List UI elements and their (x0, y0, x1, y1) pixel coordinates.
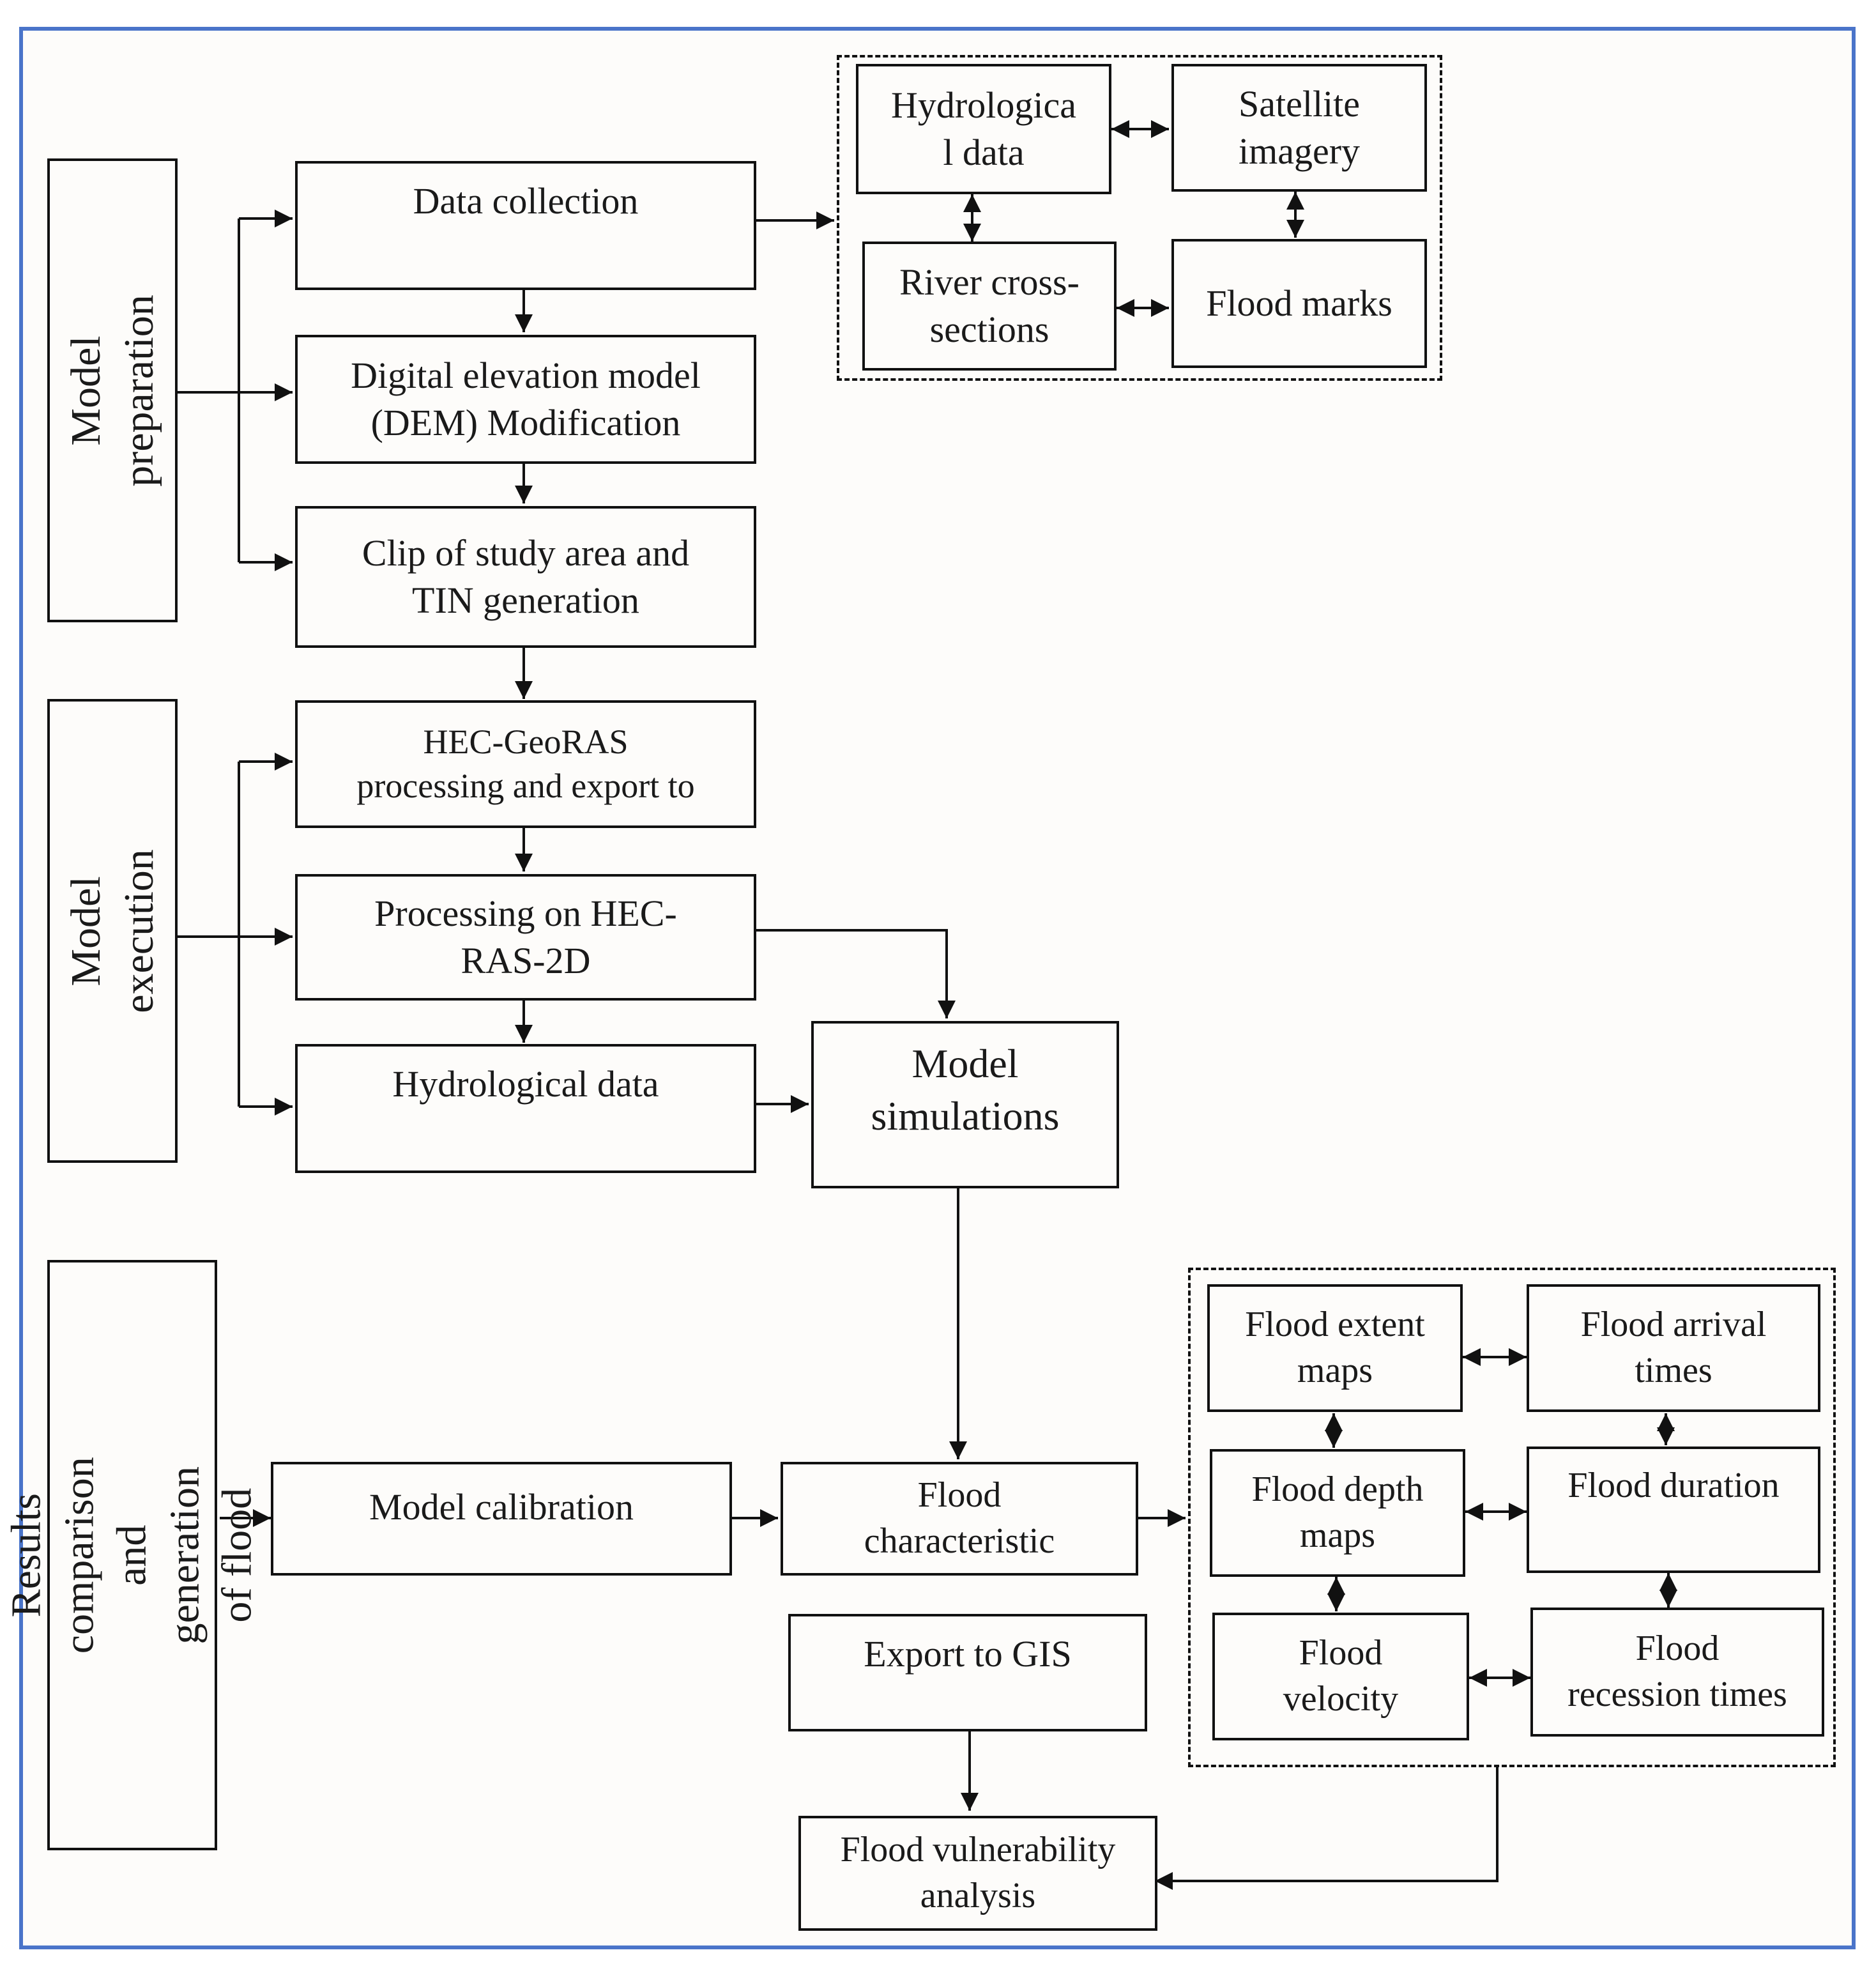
phase-label: Model preparation (62, 294, 162, 487)
step-flood-characteristic: Flood characteristic (781, 1462, 1138, 1576)
flood-outputs-group (1188, 1268, 1836, 1767)
step-flood-vulnerability: Flood vulnerability analysis (798, 1816, 1157, 1931)
arrow-outputs-to-vulnerability (1155, 1767, 1499, 1890)
source-hydrological-data: Hydrologica l data (856, 64, 1111, 194)
source-river-cross-sections: River cross- sections (862, 242, 1117, 371)
phase-label: Model execution (62, 848, 162, 1013)
output-flood-velocity: Flood velocity (1212, 1613, 1469, 1740)
step-export-gis: Export to GIS (788, 1614, 1147, 1731)
phase-label: Results comparison and generation of flo… (3, 1457, 261, 1654)
data-sources-group (837, 55, 1442, 381)
arrow-processing-to-simulations (756, 929, 956, 1018)
phase-model-preparation: Model preparation (47, 158, 178, 622)
step-hec-georas: HEC-GeoRAS processing and export to (295, 700, 756, 828)
step-hydrological-data: Hydrological data (295, 1044, 756, 1173)
output-flood-arrival-times: Flood arrival times (1527, 1284, 1820, 1412)
source-flood-marks: Flood marks (1171, 239, 1427, 368)
exec-bracket-line (178, 762, 240, 1107)
step-clip-tin: Clip of study area and TIN generation (295, 506, 756, 648)
phase-results-comparison: Results comparison and generation of flo… (3, 1260, 261, 1850)
output-flood-extent-maps: Flood extent maps (1207, 1284, 1463, 1412)
step-processing-hec-ras: Processing on HEC- RAS-2D (295, 874, 756, 1001)
prep-bracket-line (178, 219, 240, 562)
phase-model-execution: Model execution (47, 699, 178, 1163)
output-flood-duration: Flood duration (1527, 1447, 1820, 1573)
output-flood-depth-maps: Flood depth maps (1210, 1449, 1465, 1577)
step-dem-modification: Digital elevation model (DEM) Modificati… (295, 335, 756, 464)
step-data-collection: Data collection (295, 161, 756, 290)
step-model-simulations: Model simulations (811, 1021, 1119, 1188)
output-flood-recession-times: Flood recession times (1530, 1608, 1824, 1737)
step-model-calibration: Model calibration (271, 1462, 732, 1576)
source-satellite-imagery: Satellite imagery (1171, 64, 1427, 192)
